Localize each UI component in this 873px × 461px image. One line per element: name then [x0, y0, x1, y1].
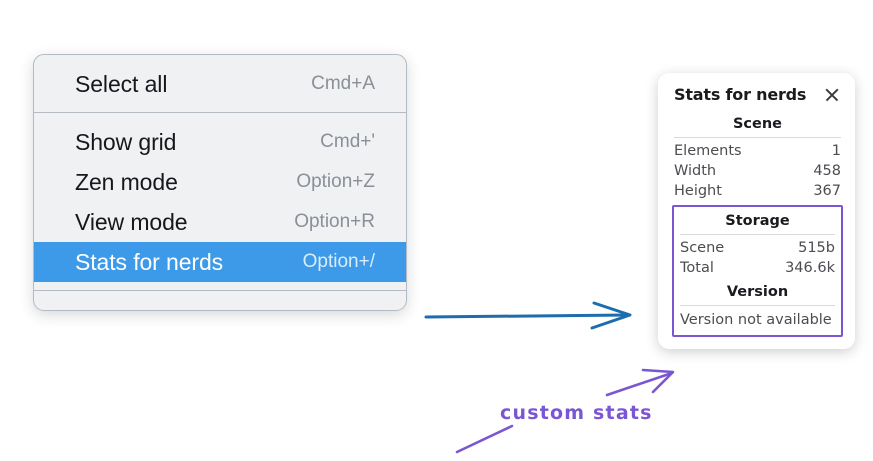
- section-title-storage: Storage: [725, 213, 790, 229]
- stats-section-scene: Scene Elements 1 Width 458 Height 367: [658, 110, 855, 201]
- menu-item-select-all[interactable]: Select all Cmd+A: [34, 64, 406, 104]
- menu-item-label: Zen mode: [75, 168, 178, 195]
- stat-value: 1: [831, 143, 841, 159]
- menu-item-show-grid[interactable]: Show grid Cmd+': [34, 122, 406, 162]
- purple-arrow-icon: [605, 368, 675, 397]
- stat-row-elements: Elements 1: [674, 141, 841, 161]
- stats-panel-header: Stats for nerds: [658, 73, 855, 110]
- stat-row-height: Height 367: [674, 181, 841, 201]
- stat-row-storage-total: Total 346.6k: [680, 258, 835, 278]
- close-icon[interactable]: [823, 86, 841, 104]
- menu-item-label: Stats for nerds: [75, 248, 224, 275]
- menu-item-zen-mode[interactable]: Zen mode Option+Z: [34, 162, 406, 202]
- stat-key: Total: [680, 260, 714, 276]
- stat-value: 458: [813, 163, 841, 179]
- section-divider: [680, 234, 835, 235]
- menu-item-shortcut: Cmd+A: [311, 73, 375, 94]
- custom-stats-box: Storage Scene 515b Total 346.6k Version …: [672, 205, 843, 337]
- menu-item-shortcut: Option+Z: [296, 171, 375, 192]
- stat-row-storage-scene: Scene 515b: [680, 238, 835, 258]
- section-title-scene: Scene: [732, 116, 783, 132]
- stat-key: Width: [674, 163, 717, 179]
- menu-item-shortcut: Option+/: [302, 251, 375, 272]
- menu-item-shortcut: Cmd+': [320, 131, 375, 152]
- stat-key: Height: [674, 183, 722, 199]
- blue-arrow-icon: [424, 301, 632, 330]
- stat-key: Scene: [680, 240, 725, 256]
- stat-value: 346.6k: [785, 260, 835, 276]
- menu-section-2: Show grid Cmd+' Zen mode Option+Z View m…: [34, 112, 406, 290]
- menu-item-shortcut: Option+R: [294, 211, 375, 232]
- section-divider: [674, 137, 841, 138]
- stat-row-width: Width 458: [674, 161, 841, 181]
- stat-value: 367: [813, 183, 841, 199]
- section-divider: [680, 305, 835, 306]
- stat-key: Elements: [674, 143, 742, 159]
- section-title-version: Version: [726, 284, 789, 300]
- stats-for-nerds-panel[interactable]: Stats for nerds Scene Elements 1 Width 4…: [658, 73, 855, 349]
- handwriting-caption: custom stats: [500, 402, 653, 424]
- menu-footer-spacer: [34, 290, 406, 310]
- menu-item-label: View mode: [75, 208, 188, 235]
- stats-panel-title: Stats for nerds: [674, 85, 807, 104]
- menu-item-label: Select all: [75, 70, 168, 97]
- menu-item-stats-for-nerds[interactable]: Stats for nerds Option+/: [34, 242, 406, 282]
- menu-item-label: Show grid: [75, 128, 177, 155]
- purple-underline-stroke: [455, 424, 514, 454]
- version-note: Version not available: [680, 312, 832, 328]
- menu-section-1: Select all Cmd+A: [34, 55, 406, 112]
- stat-value: 515b: [798, 240, 835, 256]
- menu-item-view-mode[interactable]: View mode Option+R: [34, 202, 406, 242]
- context-menu[interactable]: Select all Cmd+A Show grid Cmd+' Zen mod…: [33, 54, 407, 311]
